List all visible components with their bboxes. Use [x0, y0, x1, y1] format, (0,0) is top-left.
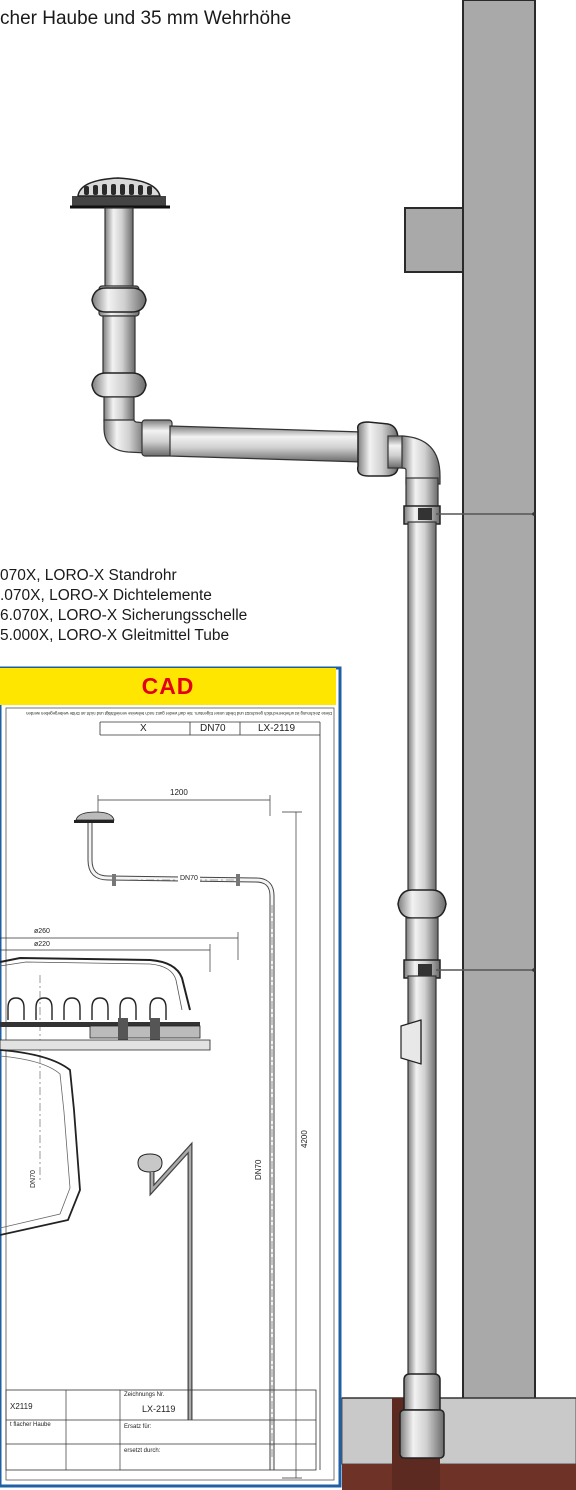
diameter-outer: ø260: [34, 928, 50, 935]
header-cell-variant: X: [140, 723, 147, 734]
cad-banner-label: CAD: [141, 673, 195, 699]
roof-slab: [404, 207, 464, 273]
diameter-inner: ø220: [34, 941, 50, 948]
drawing-number-label: Zeichnungs Nr.: [124, 1392, 165, 1398]
dimension-height: 4200: [300, 1130, 309, 1148]
title-block-code: X2119: [10, 1402, 33, 1411]
upper-vertical-pipe: [91, 207, 147, 422]
cad-panel: [0, 666, 342, 1488]
drawing-number: LX-2119: [142, 1404, 176, 1414]
horizontal-pipe-run: [103, 419, 441, 485]
vertical-pipe-size-label: DN70: [254, 1159, 263, 1180]
main-downpipe: [397, 477, 447, 1459]
replaced-by-label: ersetzt durch:: [124, 1448, 161, 1454]
replaces-label: Ersatz für:: [124, 1424, 152, 1430]
parts-list-item: 6.070X, LORO-X Sicherungsschelle: [0, 607, 248, 624]
title-block-description: t flacher Haube: [10, 1422, 51, 1428]
building-structure: [341, 0, 576, 1490]
header-cell-size: DN70: [200, 723, 226, 734]
wall-brackets: [418, 508, 536, 976]
cad-download-button[interactable]: CAD: [0, 668, 336, 705]
floor-slab: [341, 1397, 576, 1465]
neck-size-label: DN70: [30, 1170, 37, 1188]
page-title: cher Haube und 35 mm Wehrhöhe: [0, 8, 292, 29]
earth-layer: [342, 1464, 576, 1490]
pipe-size-label: DN70: [178, 875, 200, 882]
concrete-column: [462, 0, 536, 1401]
parts-list-item: 5.000X, LORO-X Gleitmittel Tube: [0, 627, 230, 644]
parts-list-item: .070X, LORO-X Dichtelemente: [0, 587, 212, 604]
parts-list-item: 070X, LORO-X Standrohr: [0, 567, 177, 584]
copyright-notice: Diese Zeichnung ist urheberrechtlich ges…: [26, 711, 332, 716]
roof-drain-hood: [70, 177, 170, 209]
header-cell-code: LX-2119: [258, 723, 296, 734]
dimension-width: 1200: [170, 788, 188, 797]
